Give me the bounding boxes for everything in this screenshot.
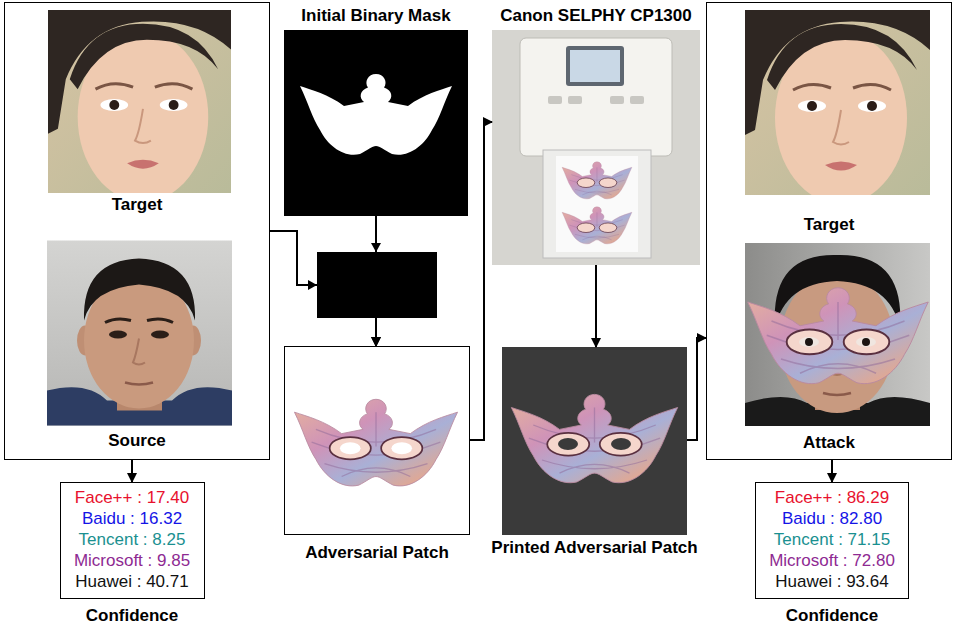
target-photo (745, 10, 930, 204)
printed-patch-photo (502, 347, 687, 535)
binary-mask (284, 30, 468, 216)
image-panel: TargetAttack (706, 2, 952, 460)
image-label: Printed Adversarial Patch (491, 538, 697, 558)
score-line: Face++ : 86.29 (775, 488, 889, 508)
flow-arrow (270, 231, 376, 346)
image-label: Target (112, 195, 163, 215)
printer-photo (568, 96, 582, 104)
score-line: Huawei : 93.64 (775, 572, 888, 592)
printer-photo (630, 96, 644, 104)
printer-photo (548, 96, 562, 104)
score-line: Tencent : 8.25 (79, 530, 186, 550)
image-box: Adversarial Patch (284, 346, 470, 535)
flow-arrow (131, 460, 133, 482)
binary-mask (284, 30, 468, 216)
printer-photo (562, 162, 632, 199)
heading: Confidence (786, 606, 879, 626)
target-photo (48, 10, 231, 202)
printer-photo (520, 38, 672, 156)
printed-patch-photo (502, 347, 687, 535)
image-label: Initial Binary Mask (301, 6, 450, 26)
score-line: Baidu : 16.32 (82, 509, 182, 529)
printer-photo (543, 150, 651, 258)
printed-patch-photo (511, 394, 677, 482)
score-line: Microsoft : 72.80 (769, 551, 895, 571)
attack-photo (745, 243, 930, 426)
score-line: Baidu : 82.80 (782, 509, 882, 529)
heading: Confidence (86, 606, 179, 626)
flow-arrow (595, 265, 597, 347)
source-photo (47, 241, 232, 426)
printer-photo (610, 96, 624, 104)
score-line: Huawei : 40.71 (75, 572, 188, 592)
printer-photo (570, 50, 620, 82)
image-label: Adversarial Patch (305, 543, 449, 563)
score-line: Face++ : 17.40 (75, 488, 189, 508)
adversarial-patch (294, 399, 457, 486)
attack-photo (745, 243, 930, 426)
flow-arrow (831, 460, 833, 482)
flow-arrow (375, 216, 377, 346)
image-label: Canon SELPHY CP1300 (500, 6, 691, 26)
source-photo (47, 241, 232, 426)
image-box: Initial Binary Mask (284, 30, 468, 216)
printed-patch-photo (611, 438, 631, 450)
printer-photo (492, 30, 700, 265)
score-line: Microsoft : 9.85 (74, 551, 190, 571)
image-panel: TargetSource (4, 2, 270, 460)
printer-photo (566, 46, 624, 86)
flow-arrow (687, 338, 706, 440)
score-line: Tencent : 71.15 (774, 530, 890, 550)
score-box: Face++ : 17.40Baidu : 16.32Tencent : 8.2… (60, 482, 205, 599)
printed-patch-photo (558, 438, 578, 450)
image-label: Attack (803, 433, 855, 453)
target-photo (48, 10, 231, 202)
target-photo (745, 10, 930, 204)
adversarial-patch (294, 399, 457, 486)
image-box: Canon SELPHY CP1300 (492, 30, 700, 265)
image-label: Target (804, 215, 855, 235)
black-box (308, 243, 437, 318)
printer-photo (556, 156, 638, 252)
score-box: Face++ : 86.29Baidu : 82.80Tencent : 71.… (755, 482, 909, 599)
image-box: Printed Adversarial Patch (502, 347, 687, 535)
printer-photo (492, 30, 700, 265)
printer-photo (562, 207, 632, 244)
binary-mask (300, 74, 452, 155)
flow-arrow (470, 122, 492, 440)
image-label: Source (108, 431, 166, 451)
